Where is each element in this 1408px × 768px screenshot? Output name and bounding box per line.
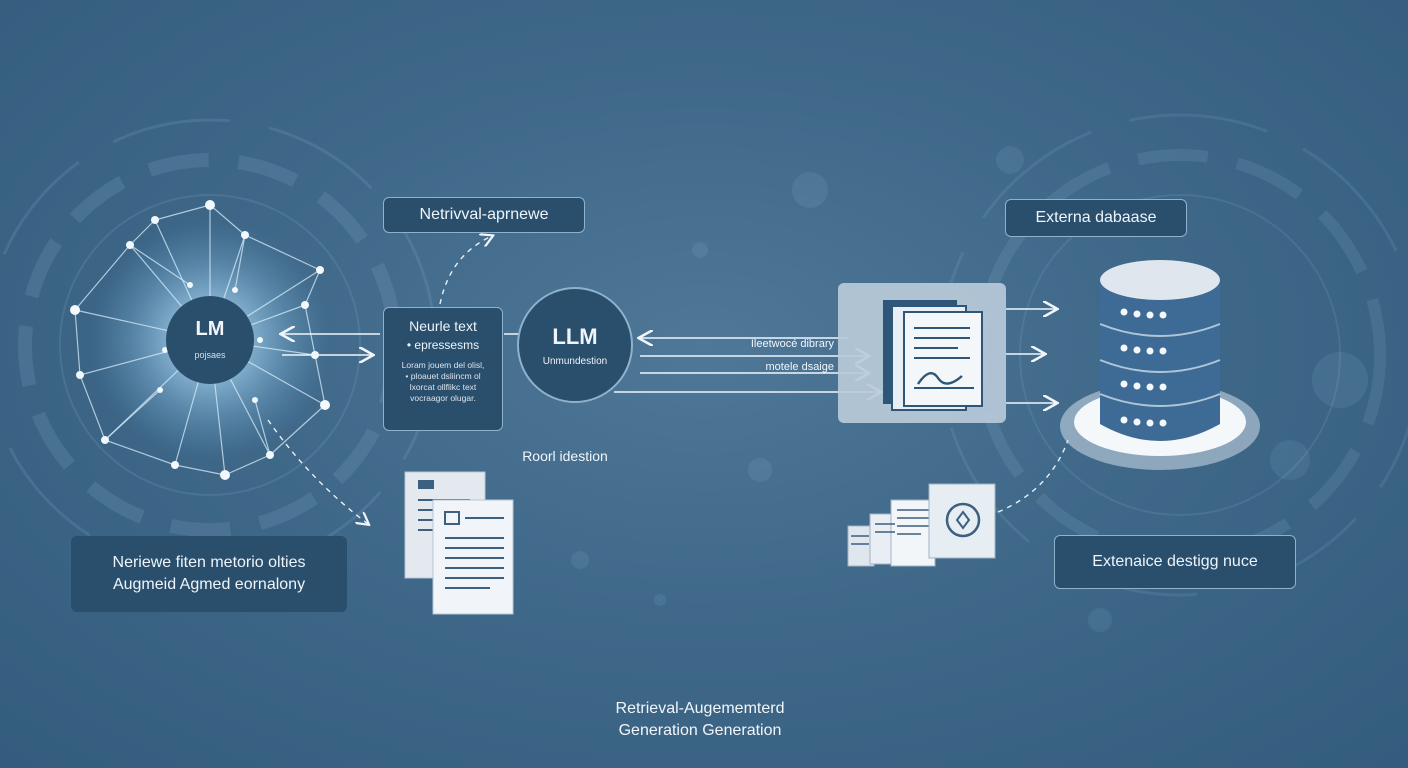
document-stack-icon [404, 471, 514, 615]
neural-text-subtitle: • epressesms [406, 338, 480, 352]
database-icon [1060, 260, 1260, 470]
file-stack-icon [847, 483, 996, 567]
neural-text-panel: Neurle text • epressesms Loram jouem del… [383, 307, 503, 431]
external-database-label: Externa dabaase [1005, 199, 1187, 237]
caption-line-2: Generation Generation [618, 722, 782, 739]
body-line: Loram jouem del olisl, [401, 360, 485, 370]
llm-subtitle: Unmundestion [542, 355, 608, 367]
body-line: vocraagor olugar. [410, 393, 476, 403]
root-label: Roorl idestion [522, 448, 608, 464]
llm-title: LLM [552, 323, 598, 349]
lm-title: LM [195, 318, 225, 340]
arrow-label-dsaige: motele dsaige [765, 361, 835, 373]
bottom-left-panel: Neriewe fiten metorio olties Augmeid Agm… [71, 536, 347, 612]
bottom-left-line-2: Augmeid Agmed eornalony [112, 576, 306, 593]
arrow-label-library: Ileetwocé dibrary [750, 338, 834, 350]
bottom-right-panel: Extenaice destigg nuce [1054, 535, 1296, 589]
caption: Retrieval-Augememterd Generation Generat… [560, 698, 840, 742]
neural-network-icon [70, 200, 330, 480]
neural-text-body: Loram jouem del olisl, • ploauet dsliinc… [402, 360, 485, 404]
caption-line-1: Retrieval-Augememterd [615, 700, 785, 717]
lm-subtitle: pojsaes [194, 350, 226, 360]
body-line: lxorcat ollflikc text [409, 382, 477, 392]
neural-text-title: Neurle text [409, 318, 477, 334]
llm-node: LLM Unmundestion [517, 287, 633, 403]
document-icon [883, 300, 983, 411]
retrieval-label: Netrivval-aprnewe [383, 197, 585, 233]
body-line: • ploauet dsliincm ol [405, 371, 481, 381]
bottom-left-line-1: Neriewe fiten metorio olties [112, 554, 306, 571]
